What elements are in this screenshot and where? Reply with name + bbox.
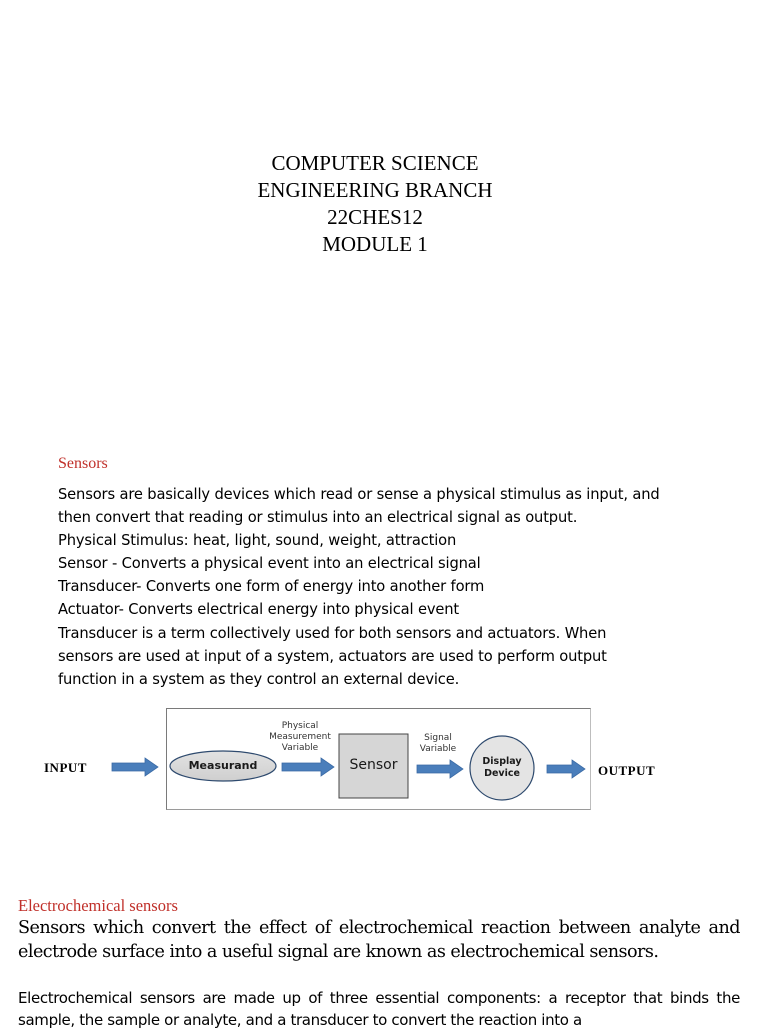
sensors-line: then convert that reading or stimulus in… [58,509,578,527]
sensors-line: sensors are used at input of a system, a… [58,647,607,665]
sensors-line: Sensors are basically devices which read… [58,486,660,503]
output-label: OUTPUT [598,763,656,778]
sensors-line: Transducer is a term collectively used f… [58,624,607,642]
signal-variable-label: Signal Variable [419,733,457,754]
sensors-line: Physical Stimulus: heat, light, sound, w… [58,532,457,550]
sensors-line: function in a system as they control an … [58,670,460,688]
output-arrow [546,759,586,779]
sensor-label: Sensor [349,757,398,773]
sensor-box [338,733,409,799]
title-line-4: MODULE 1 [322,232,428,256]
display-device-circle [469,735,535,801]
physical-variable-label: Physical Measurement Variable [269,721,331,753]
title-line-3: 22CHES12 [327,205,423,229]
measurand-label: Measurand [188,759,258,772]
sensors-heading: Sensors [58,455,108,472]
input-label: INPUT [44,760,87,775]
electrochemical-components: Electrochemical sensors are made up of t… [18,989,740,1029]
sensors-line: Sensor - Converts a physical event into … [58,555,481,573]
measurand-ellipse [169,750,277,782]
title-line-1: COMPUTER SCIENCE [271,151,479,175]
sensors-body: Sensors are basically devices which read… [58,483,748,691]
display-device-label: Display Device [482,756,522,779]
sensors-line: Transducer- Converts one form of energy … [58,578,485,596]
electrochemical-heading: Electrochemical sensors [18,896,178,915]
sensor-to-display-arrow [416,759,464,779]
document-title-block: COMPUTER SCIENCE ENGINEERING BRANCH 22CH… [0,150,750,258]
sensors-line: Actuator- Converts electrical energy int… [58,601,460,619]
measurand-to-sensor-arrow [281,757,335,777]
input-arrow [111,757,159,777]
title-line-2: ENGINEERING BRANCH [257,178,493,202]
electrochemical-definition: Sensors which convert the effect of elec… [18,918,741,962]
